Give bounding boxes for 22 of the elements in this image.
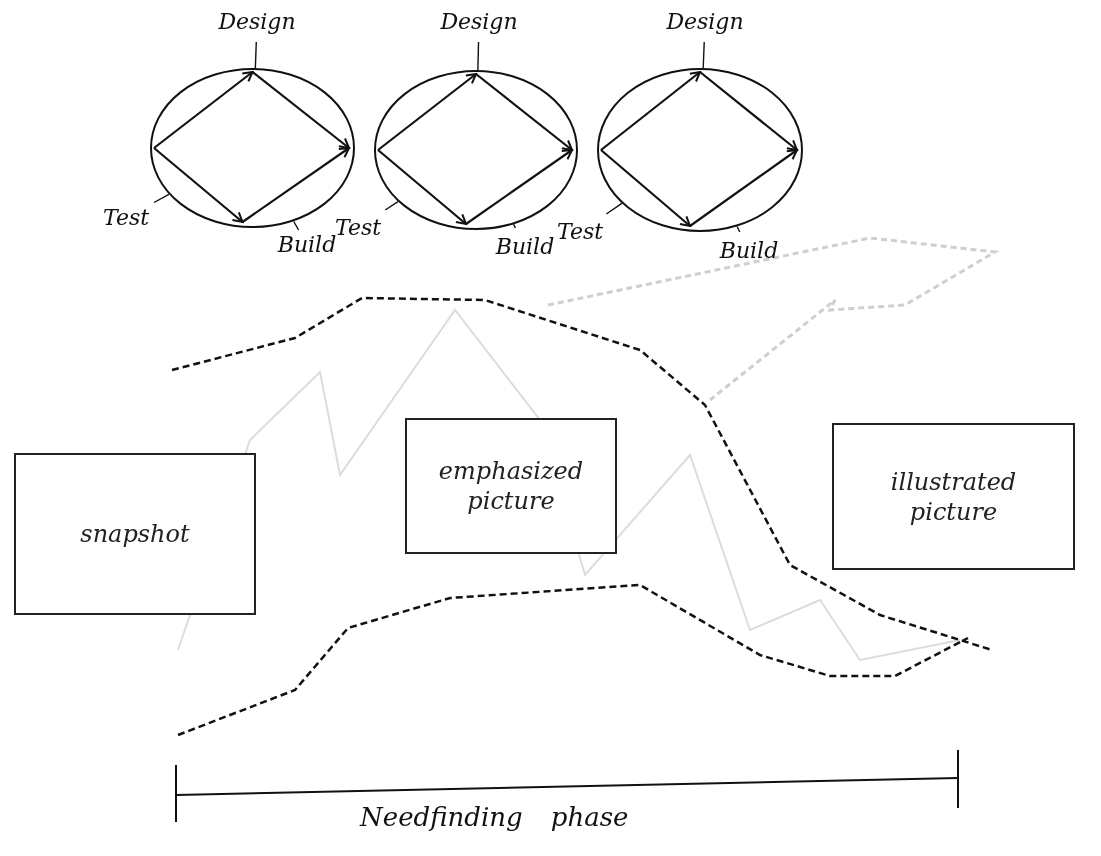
stage-label: Design xyxy=(434,2,524,42)
leader-line xyxy=(384,200,399,211)
leader-line xyxy=(254,41,257,69)
leader-line xyxy=(702,41,705,69)
sketch-box xyxy=(832,423,1075,570)
phase-label: Needfinding phase xyxy=(360,801,630,834)
leader-line xyxy=(512,223,517,229)
sketch-box xyxy=(405,418,617,554)
leader-line xyxy=(605,202,623,215)
box-label: emphasized picture xyxy=(437,456,585,516)
leader-line xyxy=(292,220,300,231)
stage-label: Build xyxy=(714,232,784,270)
leader-line xyxy=(153,193,170,204)
stage-label: Build xyxy=(490,228,560,266)
box-label: illustrated picture xyxy=(889,466,1018,527)
leader-line xyxy=(736,225,741,233)
leader-line xyxy=(477,41,480,71)
stage-label: Design xyxy=(660,2,750,42)
sketch-box xyxy=(14,453,256,615)
box-label: snapshot xyxy=(80,519,190,549)
stage-label: Design xyxy=(212,2,302,42)
stage-label: Test xyxy=(98,200,154,236)
